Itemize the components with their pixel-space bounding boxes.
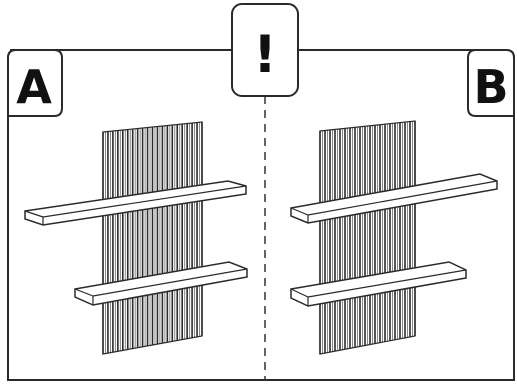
shelf-a-top <box>24 180 247 226</box>
warning-box: ! <box>231 3 299 97</box>
panel-label-a-text: A <box>16 60 52 114</box>
exclamation-icon: ! <box>253 25 277 85</box>
slat-panel-b <box>319 120 416 355</box>
panel-label-b-text: B <box>473 60 508 114</box>
shelf-b-top <box>290 173 498 224</box>
shelf-b-bottom <box>290 261 467 307</box>
slat-panel-a <box>102 121 203 355</box>
shelf-a-bottom <box>74 261 248 306</box>
panel-label-a: A <box>7 49 63 117</box>
panel-label-b: B <box>467 49 515 117</box>
